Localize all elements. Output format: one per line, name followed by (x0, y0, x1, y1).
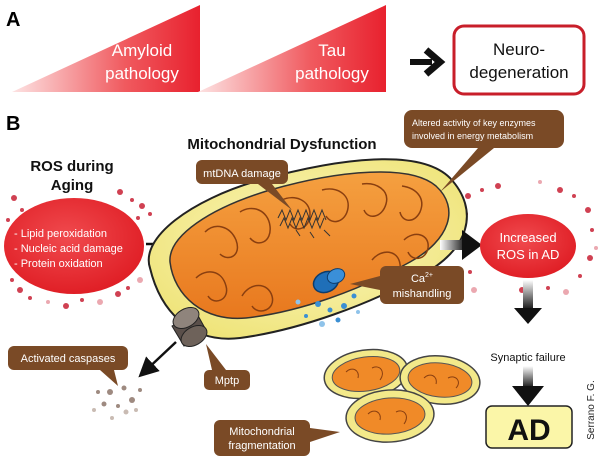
ca-box (380, 266, 464, 304)
panel-b-title: Mitochondrial Dysfunction (187, 136, 376, 153)
fragmented-mitochondria (323, 348, 481, 443)
neurodegeneration-box (452, 24, 586, 96)
tau-label-2: pathology (295, 64, 369, 83)
ad-text: AD (507, 414, 550, 447)
enzymes-text-2: involved in energy metabolism (412, 131, 533, 141)
fragmentation-pointer (310, 428, 340, 442)
mptp-to-caspases-arrow (138, 341, 177, 378)
caspase-particles (92, 385, 142, 420)
panel-a-label: A (6, 9, 20, 31)
neurodegeneration-label-2: degeneration (469, 63, 568, 82)
fragmentation-text-2: fragmentation (228, 440, 295, 452)
ros-to-synaptic-arrow (514, 280, 542, 324)
caspases-pointer (100, 370, 118, 386)
tau-wedge (198, 5, 386, 92)
fragmentation-box (214, 420, 310, 456)
enzymes-box (404, 110, 564, 148)
neurodegeneration-label-1: Neuro- (493, 40, 545, 59)
ros-aging-oval (4, 198, 144, 294)
ca-text-1: Ca2+ (411, 272, 433, 285)
panel-a-arrow (410, 47, 446, 77)
ros-aging-title-2: Aging (51, 177, 94, 194)
caspases-box (8, 346, 128, 370)
mptp-pointer (206, 344, 226, 370)
mptp-box (204, 370, 250, 390)
ca-symbol: Ca (411, 273, 426, 285)
mtdna-box (196, 160, 288, 184)
synaptic-failure-text: Synaptic failure (490, 352, 565, 364)
enzymes-pointer (440, 148, 494, 192)
increased-ros-text-1: Increased (499, 230, 556, 245)
ad-box (485, 405, 573, 449)
mptp-text: Mptp (215, 375, 239, 387)
tau-label-1: Tau (318, 41, 345, 60)
increased-ros-oval (480, 214, 576, 278)
mtdna-pointer (258, 184, 292, 210)
enzymes-text-1: Altered activity of key enzymes (412, 118, 536, 128)
mptp-pore (171, 307, 208, 347)
mtdna-squiggle (277, 208, 331, 239)
mtdna-text: mtDNA damage (203, 168, 281, 180)
ca-pointer (350, 276, 380, 290)
increased-ros-text-2: ROS in AD (497, 247, 560, 262)
caspases-text: Activated caspases (21, 353, 116, 365)
ca-text-2: mishandling (393, 288, 452, 300)
amyloid-label-2: pathology (105, 64, 179, 83)
fragmentation-text-1: Mitochondrial (229, 426, 294, 438)
mitochondrion (147, 158, 468, 340)
ros-item-lipid: - Lipid peroxidation (14, 228, 107, 240)
amyloid-wedge (12, 5, 200, 92)
ros-item-protein: - Protein oxidation (14, 258, 103, 270)
ros-item-nucleic: - Nucleic acid damage (14, 243, 123, 255)
mito-to-ros-arrow (440, 230, 482, 260)
calcium-channel (312, 268, 346, 294)
ros-aging-title-1: ROS during (30, 158, 113, 175)
synaptic-to-ad-arrow (512, 366, 544, 406)
panel-b-label: B (6, 113, 20, 135)
ros-particles-left (6, 189, 152, 309)
amyloid-label-1: Amyloid (112, 41, 172, 60)
ca-charge: 2+ (425, 272, 433, 279)
author-credit: Serrano F. G. (586, 380, 597, 439)
calcium-ions (295, 293, 360, 327)
